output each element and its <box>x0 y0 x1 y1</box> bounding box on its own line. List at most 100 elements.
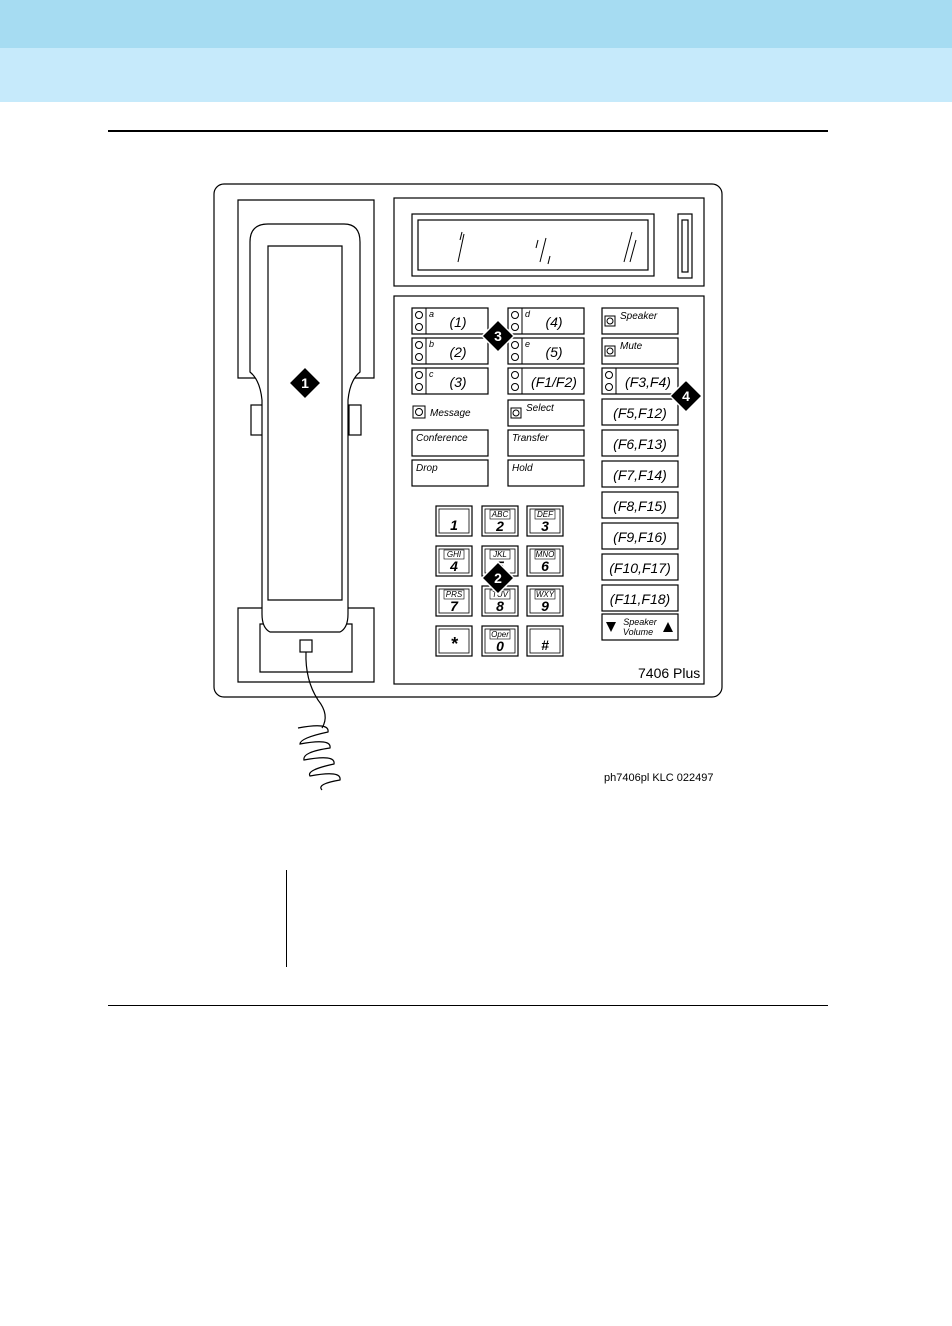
mute-button-label: Mute <box>620 341 643 352</box>
feature-button-label: (F3,F4) <box>625 374 671 390</box>
keypad-key-12[interactable]: # <box>526 625 564 657</box>
status-led <box>415 323 423 331</box>
volume-up-icon[interactable] <box>663 622 673 632</box>
feature-button-label: (F9,F16) <box>613 529 667 545</box>
feature-button-3[interactable]: (F6,F13) <box>601 429 679 457</box>
keypad-digit: * <box>450 634 458 654</box>
status-led <box>511 383 519 391</box>
conference-button[interactable]: Conference <box>411 429 489 457</box>
top-rule <box>108 130 828 132</box>
callout-number: 4 <box>682 388 690 404</box>
drop-button-label: Drop <box>416 463 438 474</box>
volume-down-icon[interactable] <box>606 622 616 632</box>
feature-button-6[interactable]: (F9,F16) <box>601 522 679 550</box>
keypad-letters: TUV <box>492 590 509 599</box>
feature-button-1[interactable]: (F3,F4) <box>601 367 679 395</box>
keypad-letters: Oper <box>491 630 509 639</box>
line-button-2[interactable]: b(2) <box>411 337 489 365</box>
figure-caption: ph7406pl KLC 022497 <box>604 772 714 784</box>
hold-button[interactable]: Hold <box>507 459 585 487</box>
keypad-digit: 6 <box>541 558 549 574</box>
led-frame <box>604 345 616 357</box>
status-led <box>415 353 423 361</box>
button-panel <box>393 295 705 685</box>
status-led <box>511 341 519 349</box>
line-button-label: (3) <box>449 374 466 390</box>
keypad-letters: MNO <box>536 550 555 559</box>
line-button-5[interactable]: e (5) <box>507 337 585 365</box>
line-button-6[interactable]: (F1/F2) <box>507 367 585 395</box>
keypad-letters: GHI <box>447 550 462 559</box>
callout-number: 1 <box>301 375 309 391</box>
keypad-letters: JKL <box>492 550 507 559</box>
line-button-3[interactable]: c(3) <box>411 367 489 395</box>
line-button-1[interactable]: a(1) <box>411 307 489 335</box>
message-button[interactable]: Message <box>412 405 471 419</box>
drop-button[interactable]: Drop <box>411 459 489 487</box>
header-band-top <box>0 0 952 48</box>
handset <box>249 223 361 633</box>
line-button-letter: a <box>429 309 434 319</box>
feature-button-label: (F7,F14) <box>613 467 667 483</box>
transfer-button-label: Transfer <box>512 433 549 444</box>
hold-button-label: Hold <box>512 463 533 474</box>
keypad-letters: PRS <box>446 590 463 599</box>
status-led <box>415 383 423 391</box>
status-led <box>511 353 519 361</box>
keypad-key-1[interactable]: 1 <box>435 505 473 537</box>
feature-button-2[interactable]: (F5,F12) <box>601 398 679 426</box>
display-housing <box>393 197 705 287</box>
status-led <box>511 371 519 379</box>
keypad-letters: WXY <box>536 590 555 599</box>
header-band-bottom <box>0 48 952 102</box>
callout-number: 3 <box>494 328 502 344</box>
feature-button-4[interactable]: (F7,F14) <box>601 460 679 488</box>
display-glare <box>457 231 637 265</box>
feature-button-7[interactable]: (F10,F17) <box>601 553 679 581</box>
phone-model-label: 7406 Plus <box>638 665 700 681</box>
feature-button-label: (F11,F18) <box>610 591 670 607</box>
line-button-letter: b <box>429 339 434 349</box>
status-led <box>415 341 423 349</box>
speaker-button[interactable]: Speaker <box>601 307 679 335</box>
keypad-digit: 4 <box>449 558 458 574</box>
keypad-key-10[interactable]: * <box>435 625 473 657</box>
line-button-letter: d <box>525 309 531 319</box>
volume-label-top: Speaker <box>623 617 658 627</box>
status-led <box>511 311 519 319</box>
line-button-label: (4) <box>545 314 562 330</box>
callout-4: 4 <box>668 378 704 414</box>
keypad-digit: 3 <box>541 518 549 534</box>
callout-3: 3 <box>480 318 516 354</box>
feature-button-8[interactable]: (F11,F18) <box>601 584 679 612</box>
status-led <box>415 408 423 416</box>
keypad-digit: 1 <box>450 517 458 533</box>
line-button-letter: e <box>525 339 530 349</box>
mute-button[interactable]: Mute <box>601 337 679 365</box>
feature-button-5[interactable]: (F8,F15) <box>601 491 679 519</box>
volume-label-bottom: Volume <box>623 627 653 637</box>
select-button-label: Select <box>526 403 555 414</box>
display-window <box>411 213 655 277</box>
callout-number: 2 <box>494 570 502 586</box>
line-button-label: (5) <box>545 344 562 360</box>
transfer-button[interactable]: Transfer <box>507 429 585 457</box>
status-led <box>415 311 423 319</box>
status-led <box>606 317 614 325</box>
select-button[interactable]: Select <box>507 399 585 427</box>
keypad-digit: 8 <box>496 598 504 614</box>
legend-area <box>292 870 822 967</box>
feature-button-label: (F6,F13) <box>613 436 667 452</box>
led-frame <box>604 315 616 327</box>
line-button-4[interactable]: d (4) <box>507 307 585 335</box>
